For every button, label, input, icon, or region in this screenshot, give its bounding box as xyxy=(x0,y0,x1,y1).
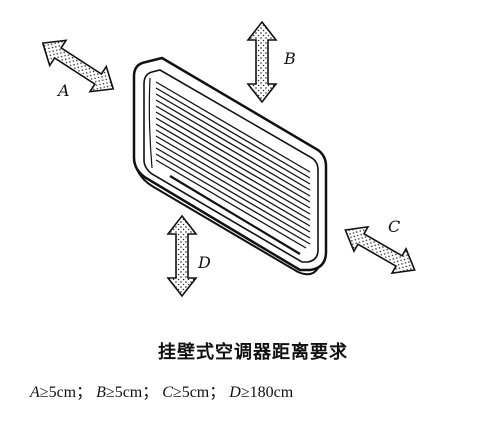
requirement-a: A≥5cm； xyxy=(30,384,93,401)
arrow-c xyxy=(344,225,416,275)
louver-grille xyxy=(155,81,311,249)
label-a: A xyxy=(56,81,70,100)
requirement-b: B≥5cm； xyxy=(96,384,159,401)
label-b: B xyxy=(283,49,296,68)
label-d: D xyxy=(197,253,211,272)
requirement-c: C≥5cm； xyxy=(162,384,226,401)
unit-inner-bezel xyxy=(143,69,319,263)
arrow-d xyxy=(166,214,198,298)
arrow-a xyxy=(41,39,115,93)
requirement-d: D≥180cm xyxy=(229,384,294,401)
label-c: C xyxy=(388,217,400,236)
unit-left-panel xyxy=(148,77,153,169)
arrow-b xyxy=(246,20,278,104)
clearance-requirements: A≥5cm； B≥5cm； C≥5cm； D≥180cm xyxy=(30,378,293,402)
unit-outer-casing xyxy=(132,56,328,272)
unit-bottom-vent xyxy=(169,175,301,255)
air-conditioner-unit xyxy=(132,56,328,276)
unit-side-edge xyxy=(133,157,319,276)
figure-caption: 挂壁式空调器距离要求 xyxy=(158,342,348,363)
